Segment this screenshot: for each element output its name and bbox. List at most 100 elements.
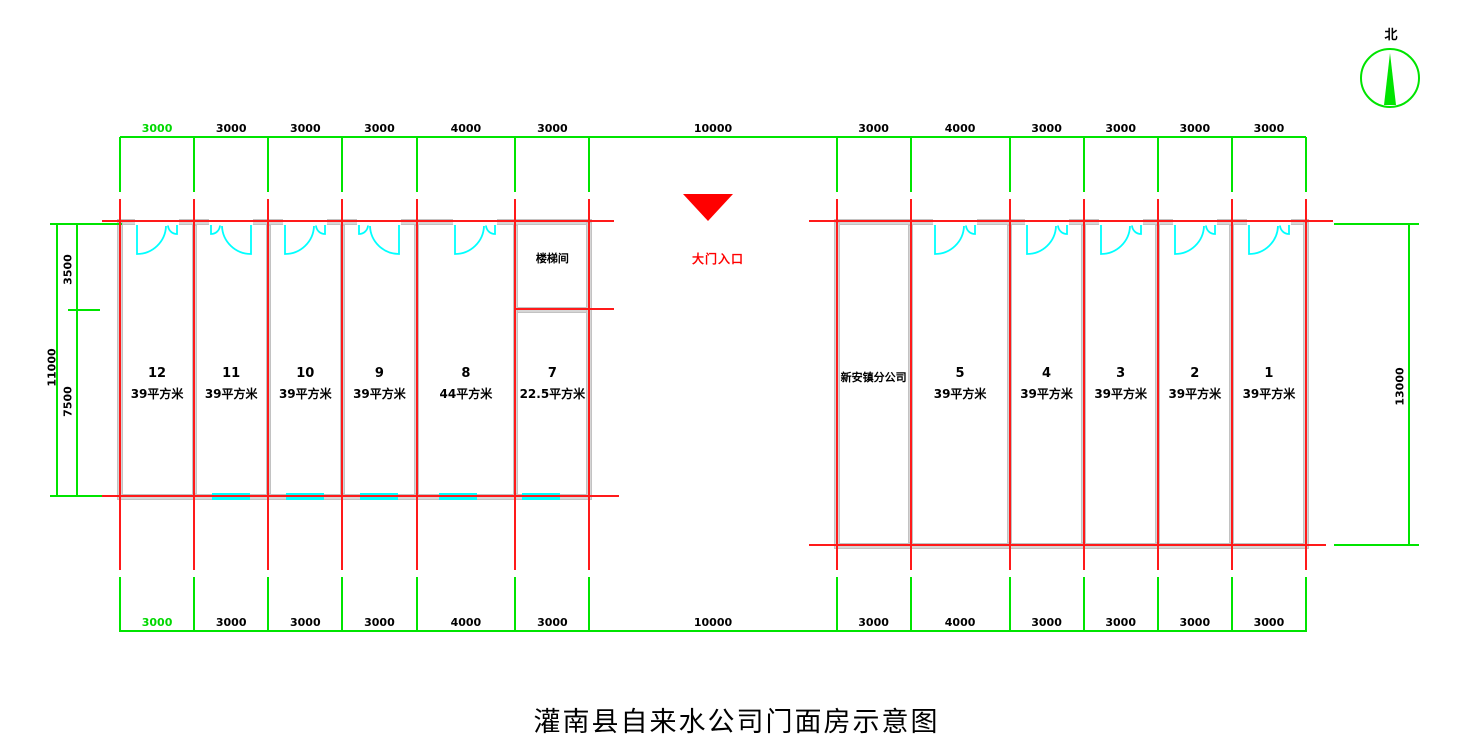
axis-line-v	[514, 199, 517, 570]
bottom-dim-tick	[415, 577, 418, 632]
top-dim-tick	[1008, 137, 1011, 192]
room-number: 12	[148, 366, 167, 381]
top-dim-label: 3000	[1105, 122, 1136, 135]
door-opening	[1172, 218, 1217, 226]
axis-line-v	[341, 199, 344, 570]
bottom-dim-label: 4000	[450, 616, 482, 629]
dim-left-lower: 7500	[61, 386, 75, 417]
axis-line-h	[809, 220, 1333, 222]
dim-left-upper: 3500	[61, 254, 75, 285]
door-swing-icon	[284, 225, 327, 255]
door-opening	[357, 218, 402, 226]
bottom-dim-label: 4000	[944, 616, 976, 629]
bottom-dim-line	[120, 630, 1306, 632]
bottom-dim-label: 3000	[364, 616, 395, 629]
top-dim-tick	[193, 137, 196, 192]
room-area: 39平方米	[130, 387, 184, 401]
room-area: 39平方米	[933, 387, 987, 401]
room-area: 39平方米	[1094, 387, 1148, 401]
right-dim-tick	[1334, 223, 1419, 225]
right-dim-line	[1408, 225, 1410, 546]
door-swing-icon	[934, 225, 976, 255]
bottom-dim-tick	[909, 577, 912, 632]
dim-left-total: 11000	[45, 348, 59, 387]
bottom-dim-tick	[1305, 577, 1307, 632]
left-dim-tick	[68, 309, 100, 311]
top-dim-label: 3000	[537, 122, 568, 135]
axis-line-v	[1156, 199, 1159, 570]
axis-line-v	[1082, 199, 1085, 570]
room-number: 11	[222, 366, 241, 381]
axis-line-v	[1305, 199, 1307, 570]
room-number: 2	[1190, 366, 1200, 381]
bottom-dim-tick	[193, 577, 196, 632]
room-area: 39平方米	[278, 387, 332, 401]
door-opening	[1024, 218, 1069, 226]
top-dim-label: 3000	[1179, 122, 1211, 135]
room-number: 10	[296, 366, 315, 381]
top-dim-tick	[415, 137, 418, 192]
door-opening	[283, 218, 328, 226]
axis-line-v	[415, 199, 418, 570]
axis-line-h	[102, 495, 619, 497]
room-number: 1	[1264, 366, 1274, 381]
bottom-dim-tick	[1156, 577, 1159, 632]
room-area: 39平方米	[204, 387, 258, 401]
top-dim-tick	[514, 137, 517, 192]
axis-line-v	[267, 199, 270, 570]
axis-line-v	[1230, 199, 1233, 570]
top-dim-label: 10000	[693, 122, 733, 135]
door-swing-icon	[454, 225, 496, 255]
top-dim-label: 3000	[858, 122, 889, 135]
bottom-dim-tick	[835, 577, 838, 632]
axis-line-v	[1008, 199, 1011, 570]
right-dim-tick	[1334, 544, 1419, 546]
top-dim-tick	[1156, 137, 1159, 192]
top-dim-label: 3000	[141, 122, 173, 135]
bottom-dim-label: 3000	[858, 616, 889, 629]
right-building-wall-bottom	[833, 543, 1309, 549]
top-dim-tick	[267, 137, 270, 192]
right-building-wall-top	[833, 219, 1309, 225]
axis-line-h	[809, 544, 1326, 546]
bottom-dim-label: 3000	[141, 616, 173, 629]
axis-line-v	[909, 199, 912, 570]
top-dim-label: 3000	[215, 122, 247, 135]
room-number: 8	[461, 366, 471, 381]
top-dim-tick	[1082, 137, 1085, 192]
left-dim-line-outer	[56, 225, 58, 497]
top-dim-label: 4000	[450, 122, 482, 135]
axis-line-h	[515, 308, 614, 310]
bottom-dim-tick	[588, 577, 591, 632]
axis-line-v	[193, 199, 196, 570]
door-opening	[1098, 218, 1143, 226]
room-area: 39平方米	[353, 387, 406, 401]
axis-line-v	[835, 199, 838, 570]
door-opening	[933, 218, 978, 226]
top-dim-tick	[119, 137, 121, 192]
bottom-dim-tick	[267, 577, 270, 632]
top-dim-label: 3000	[1031, 122, 1062, 135]
top-dim-tick	[1230, 137, 1233, 192]
top-dim-tick	[588, 137, 591, 192]
bottom-dim-label: 3000	[1253, 616, 1285, 629]
top-dim-line	[120, 136, 1306, 138]
top-dim-tick	[909, 137, 912, 192]
compass-needle-icon	[1384, 53, 1396, 105]
top-dim-label: 3000	[290, 122, 321, 135]
entrance-label: 大门入口	[691, 252, 744, 266]
bottom-dim-label: 3000	[215, 616, 247, 629]
bottom-dim-label: 3000	[537, 616, 568, 629]
left-building-wall-top	[117, 219, 593, 225]
top-dim-tick	[341, 137, 344, 192]
bottom-dim-label: 10000	[693, 616, 733, 629]
stair-room-label: 楼梯间	[535, 252, 569, 265]
door-swing-icon	[136, 225, 178, 255]
office-label: 新安镇分公司	[840, 371, 907, 384]
room-number: 5	[955, 366, 965, 381]
room-number: 9	[374, 366, 384, 381]
plan-title: 灌南县自来水公司门面房示意图	[533, 707, 940, 738]
left-building-wall-bottom	[117, 494, 593, 500]
axis-line-h	[102, 220, 614, 222]
compass-circle-icon	[1360, 48, 1420, 108]
